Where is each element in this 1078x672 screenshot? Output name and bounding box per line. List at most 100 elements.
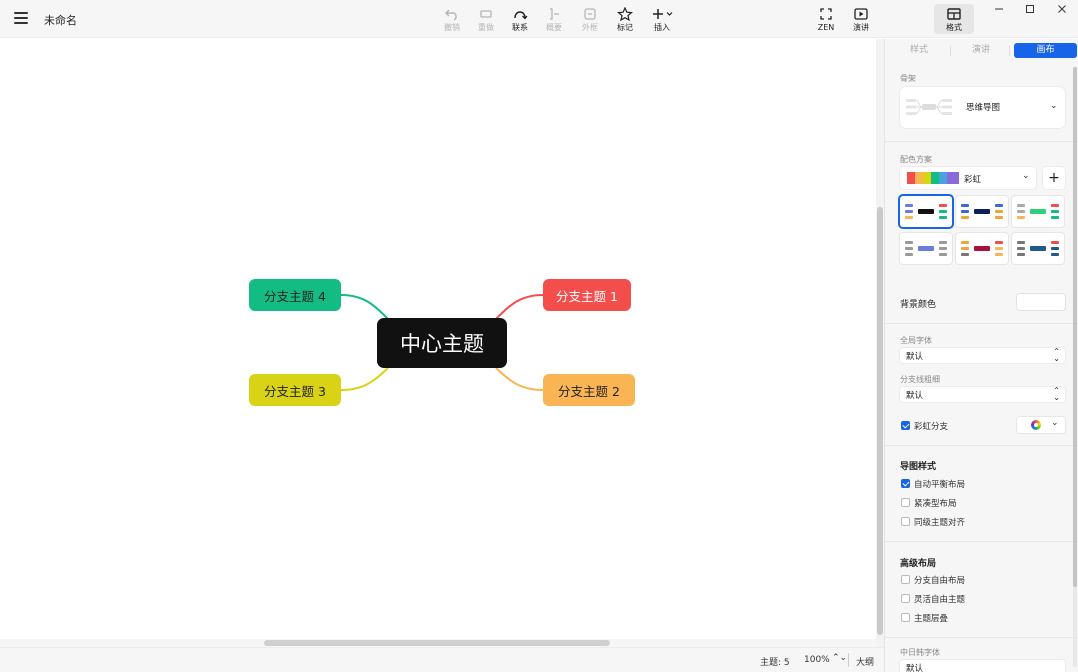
rainbow-branch-checkbox[interactable]: [901, 421, 910, 430]
zoom-stepper-icon[interactable]: ⌃⌄: [832, 653, 848, 663]
branch-topic-4[interactable]: 分支主题 4: [249, 279, 341, 311]
outer-frame-button[interactable]: 外框: [570, 7, 610, 35]
tab-divider: [950, 46, 951, 56]
panel-tabs: 样式 演讲 画布: [885, 39, 1078, 65]
section-divider: [885, 637, 1078, 638]
tab-presentation[interactable]: 演讲: [971, 45, 990, 55]
link-label: 联系: [512, 23, 528, 32]
auto-balance-label: 自动平衡布局: [914, 480, 966, 490]
mark-label: 标记: [617, 23, 633, 32]
free-branch-label: 分支自由布局: [914, 576, 966, 586]
close-window-button[interactable]: [1050, 2, 1074, 18]
align-siblings-label: 同级主题对齐: [914, 518, 966, 528]
horizontal-scroll-thumb[interactable]: [264, 640, 610, 646]
color-scheme-select[interactable]: 彩虹 ⌄: [900, 167, 1036, 189]
theme-preview-icon: [1017, 204, 1059, 219]
theme-preview-icon: [1017, 241, 1059, 256]
canvas-vertical-scrollbar[interactable]: [876, 39, 884, 647]
format-label: 格式: [946, 23, 962, 32]
tab-style[interactable]: 样式: [909, 45, 928, 55]
advanced-layout-label: 高级布局: [900, 559, 937, 569]
branch-topic-2[interactable]: 分支主题 2: [543, 374, 635, 406]
summary-button[interactable]: 概要: [534, 7, 574, 35]
redo-button[interactable]: 重做: [466, 7, 506, 35]
theme-option-2[interactable]: [956, 196, 1008, 227]
outline-button[interactable]: 大纲: [856, 658, 875, 668]
color-wheel-icon: [1031, 420, 1041, 430]
cjk-font-select[interactable]: 默认: [900, 660, 1065, 672]
format-panel-button[interactable]: 格式: [934, 4, 974, 34]
branch-topic-3[interactable]: 分支主题 3: [249, 374, 341, 406]
theme-option-6[interactable]: [1012, 233, 1064, 264]
color-scheme-label: 配色方案: [900, 155, 932, 164]
cjk-font-label: 中日韩字体: [900, 648, 940, 657]
mindmap-canvas[interactable]: 中心主题 分支主题 1 分支主题 2 分支主题 3 分支主题 4: [0, 39, 876, 647]
theme-option-5[interactable]: [956, 233, 1008, 264]
global-font-value: 默认: [906, 352, 924, 362]
rainbow-palette-icon: [907, 172, 959, 184]
present-button[interactable]: 演讲: [841, 7, 881, 35]
connector-branch-1: [495, 294, 544, 320]
canvas-horizontal-scrollbar[interactable]: [0, 639, 876, 647]
free-branch-checkbox[interactable]: [901, 575, 910, 584]
zen-mode-button[interactable]: ZEN: [806, 7, 846, 35]
theme-preview-icon: [905, 241, 947, 256]
compact-layout-label: 紧凑型布局: [914, 499, 957, 509]
expand-corners-icon: [820, 8, 832, 20]
topic-count: 主题: 5: [760, 658, 790, 668]
section-divider: [885, 445, 1078, 446]
auto-balance-checkbox[interactable]: [901, 479, 910, 488]
chevron-down-icon: ⌄: [1050, 101, 1058, 111]
undo-button[interactable]: 撤销: [432, 7, 472, 35]
zoom-level[interactable]: 100%: [804, 655, 830, 665]
free-topic-checkbox[interactable]: [901, 594, 910, 603]
central-topic[interactable]: 中心主题: [377, 318, 507, 368]
topic-overlap-label: 主题层叠: [914, 614, 949, 624]
panel-layout-icon: [947, 8, 961, 20]
tab-divider: [1009, 46, 1010, 56]
theme-option-3[interactable]: [1012, 196, 1064, 227]
background-color-swatch[interactable]: [1017, 294, 1065, 310]
insert-label: 插入: [654, 23, 670, 32]
global-font-label: 全局字体: [900, 336, 932, 345]
maximize-icon: [1026, 5, 1034, 13]
branch-topic-1[interactable]: 分支主题 1: [543, 279, 631, 311]
theme-option-4[interactable]: [900, 233, 952, 264]
color-scheme-value: 彩虹: [964, 175, 982, 185]
hamburger-menu-icon[interactable]: [14, 12, 28, 24]
status-bar: 主题: 5 100% ⌃⌄ 大纲: [0, 647, 884, 672]
align-siblings-checkbox[interactable]: [901, 517, 910, 526]
updown-arrows-icon: ⌃⌄: [1053, 386, 1060, 402]
add-color-scheme-button[interactable]: +: [1043, 167, 1065, 189]
structure-select[interactable]: 思维导图 ⌄: [900, 87, 1065, 128]
status-divider: [848, 653, 849, 667]
theme-option-1[interactable]: [900, 196, 952, 227]
mindmap-structure-icon: [906, 99, 952, 115]
topic-overlap-checkbox[interactable]: [901, 613, 910, 622]
summary-bracket-icon: [550, 8, 559, 20]
minimize-icon: [995, 8, 1003, 10]
rainbow-color-picker[interactable]: ⌄: [1017, 417, 1065, 433]
format-panel: 样式 演讲 画布 骨架 思维导图 ⌄ 配色方案: [884, 39, 1078, 672]
branch-connectors: [340, 294, 544, 391]
link-button[interactable]: 联系: [500, 7, 540, 35]
present-label: 演讲: [853, 23, 869, 32]
redo-label: 重做: [478, 23, 494, 32]
redo-icon: [480, 10, 492, 18]
panel-scroll-thumb[interactable]: [1073, 67, 1077, 587]
minimize-window-button[interactable]: [987, 2, 1011, 18]
rainbow-branch-label: 彩虹分支: [914, 422, 949, 432]
vertical-scroll-thumb[interactable]: [877, 207, 883, 635]
document-title[interactable]: 未命名: [44, 14, 77, 27]
global-font-select[interactable]: 默认 ⌃⌄: [900, 348, 1065, 363]
branch-width-select[interactable]: 默认 ⌃⌄: [900, 387, 1065, 402]
panel-scrollbar[interactable]: [1073, 67, 1077, 667]
insert-button[interactable]: 插入: [642, 7, 682, 35]
free-topic-label: 灵活自由主题: [914, 595, 966, 605]
mark-button[interactable]: 标记: [605, 7, 645, 35]
tab-canvas[interactable]: 画布: [1014, 43, 1077, 58]
compact-layout-checkbox[interactable]: [901, 498, 910, 507]
maximize-window-button[interactable]: [1018, 2, 1042, 18]
section-divider: [885, 323, 1078, 324]
